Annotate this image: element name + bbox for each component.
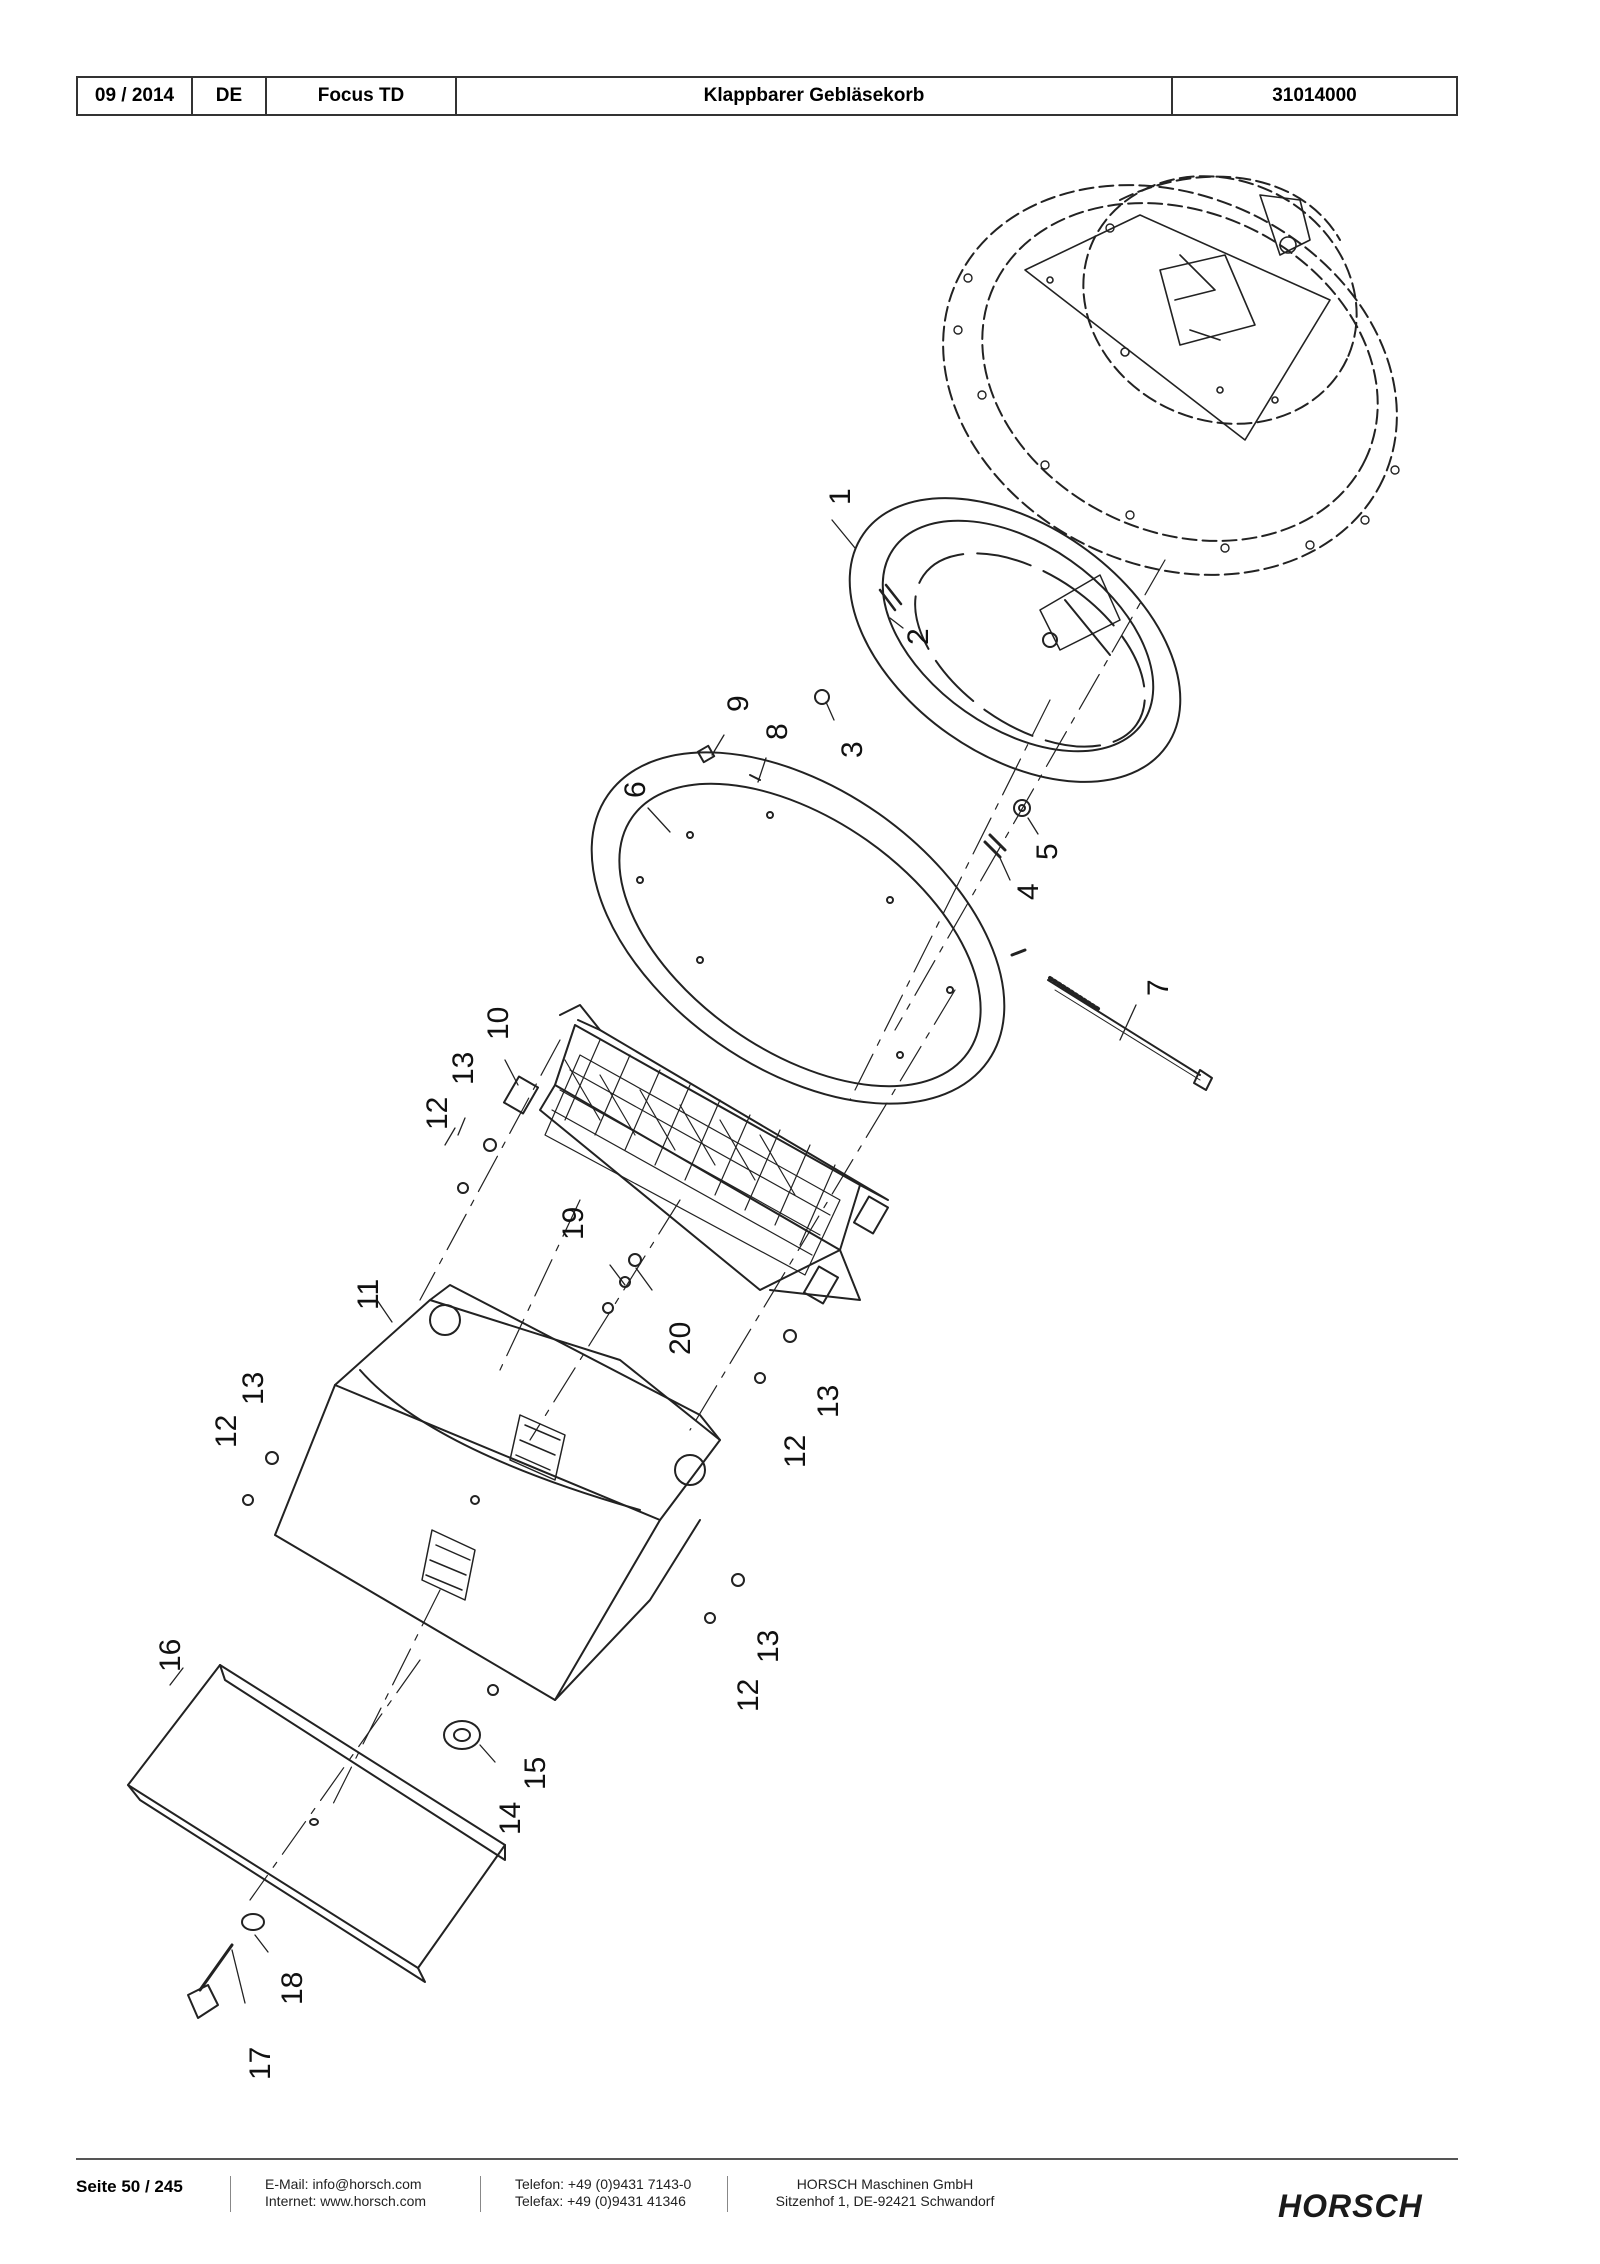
callout-12c: 12 [779, 1435, 812, 1468]
horsch-logo: HORSCH [1278, 2188, 1423, 2224]
callout-4: 4 [1012, 883, 1045, 900]
callout-2: 2 [902, 628, 935, 645]
callout-19: 19 [557, 1207, 590, 1240]
footer-company-block: HORSCH Maschinen GmbH Sitzenhof 1, DE-92… [765, 2176, 1005, 2210]
callout-13b: 13 [237, 1372, 270, 1405]
callout-16: 16 [154, 1639, 187, 1672]
blower-basket-body [274, 1284, 721, 1701]
footer-divider [480, 2176, 481, 2212]
page-number: Seite 50 / 245 [76, 2177, 183, 2196]
footer-internet: Internet: www.horsch.com [265, 2193, 427, 2209]
header-title: Klappbarer Gebläsekorb [457, 78, 1173, 114]
callout-12a: 12 [421, 1097, 454, 1130]
header-date: 09 / 2014 [78, 78, 193, 114]
callout-6: 6 [619, 781, 652, 798]
callout-15: 15 [519, 1757, 552, 1790]
mesh-filter-frame [502, 1004, 890, 1305]
callout-14: 14 [494, 1802, 527, 1835]
footer-email: E-Mail: info@horsch.com [265, 2176, 422, 2192]
callout-13c: 13 [812, 1385, 845, 1418]
blower-housing-outline [942, 175, 1398, 576]
callout-5: 5 [1031, 843, 1064, 860]
header-language: DE [193, 78, 267, 114]
thumb-screw [187, 1913, 265, 2019]
header-model: Focus TD [267, 78, 457, 114]
blower-plate [1024, 194, 1331, 441]
assembly-lines [249, 559, 1166, 1901]
pin-and-nut [696, 744, 1027, 957]
callout-13d: 13 [752, 1630, 785, 1663]
callout-11: 11 [352, 1279, 385, 1310]
footer-fax: Telefax: +49 (0)9431 41346 [515, 2193, 686, 2209]
footer-rule [76, 2158, 1458, 2160]
callout-labels: 1 2 3 4 5 6 7 8 9 10 11 12 13 12 13 12 1… [154, 488, 1175, 2080]
callout-20: 20 [664, 1322, 697, 1355]
footer-address: Sitzenhof 1, DE-92421 Schwandorf [775, 2193, 995, 2209]
housing-bolts [953, 223, 1400, 553]
callout-13a: 13 [447, 1052, 480, 1085]
callout-10: 10 [482, 1007, 515, 1040]
footer-contact: E-Mail: info@horsch.com Internet: www.ho… [265, 2176, 426, 2210]
footer-phone-block: Telefon: +49 (0)9431 7143-0 Telefax: +49… [515, 2176, 691, 2210]
leader-lines [169, 519, 1137, 2004]
ring-gasket [590, 751, 1006, 1105]
small-fasteners-lower [242, 1138, 797, 1624]
footer: Seite 50 / 245 E-Mail: info@horsch.com I… [0, 2170, 1600, 2230]
callout-12b: 12 [210, 1415, 243, 1448]
callout-9: 9 [722, 695, 755, 712]
footer-divider [230, 2176, 231, 2212]
callout-1: 1 [824, 488, 857, 505]
footer-phone: Telefon: +49 (0)9431 7143-0 [515, 2176, 692, 2192]
callout-17: 17 [244, 2047, 277, 2080]
callout-3: 3 [836, 741, 869, 758]
long-bolt [1047, 976, 1213, 1091]
vent-grilles [421, 1414, 566, 1601]
header-part-number: 31014000 [1272, 85, 1357, 106]
footer-company: HORSCH Maschinen GmbH [796, 2176, 974, 2192]
title-block: 09 / 2014 DE Focus TD Klappbarer Gebläse… [76, 76, 1458, 116]
cover-plate [127, 1664, 506, 1983]
callout-8: 8 [761, 723, 794, 740]
small-fasteners-upper [814, 583, 1031, 859]
callout-12d: 12 [732, 1679, 765, 1712]
footer-divider [727, 2176, 728, 2212]
ring-flange [848, 497, 1182, 783]
mesh-grid [544, 1039, 841, 1276]
callout-18: 18 [276, 1972, 309, 2005]
callout-7: 7 [1142, 979, 1175, 996]
knob-assembly [443, 1684, 499, 1750]
